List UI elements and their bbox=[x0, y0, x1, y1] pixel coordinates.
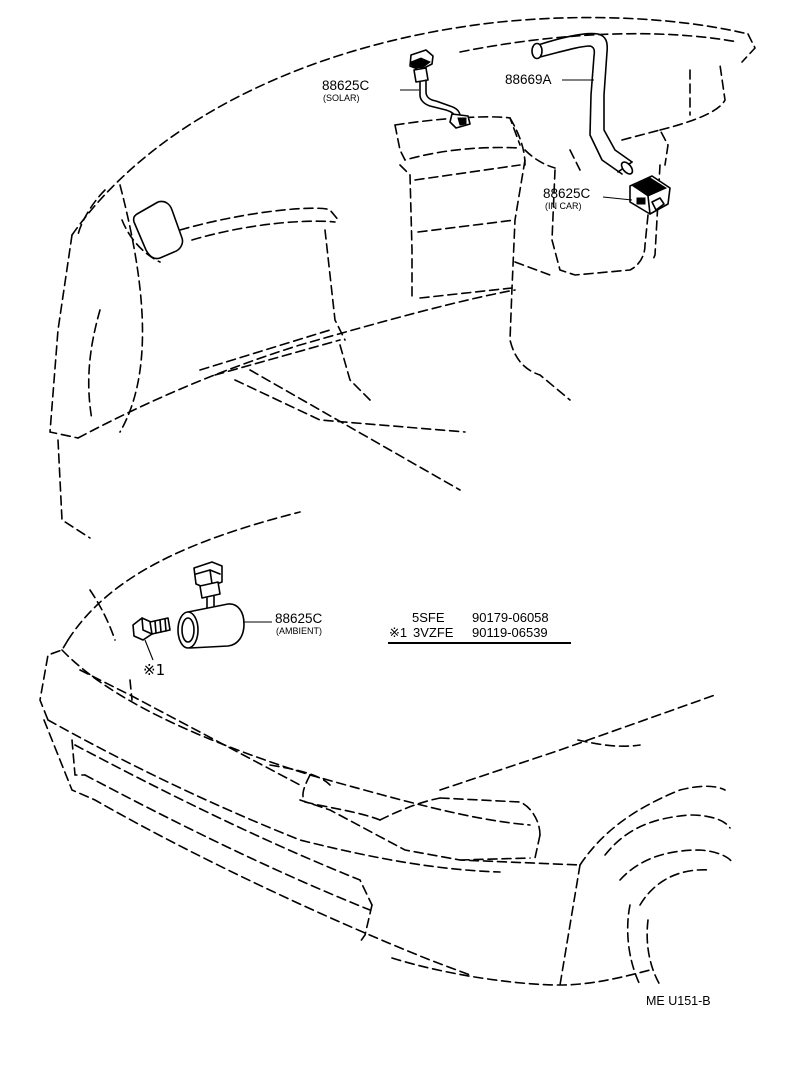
ambient-sensor[interactable] bbox=[177, 561, 245, 649]
bolt-table: 5SFE 90179-06058 ※1 3VZFE 90119-06539 bbox=[388, 610, 571, 644]
solar-part-note: (SOLAR) bbox=[323, 93, 360, 103]
bolt[interactable] bbox=[132, 617, 171, 641]
front-body-outline bbox=[39, 511, 733, 986]
ambient-part-number: 88625C bbox=[275, 611, 323, 626]
ambient-part-note: (AMBIENT) bbox=[276, 626, 322, 636]
ambient-sensor-face bbox=[177, 611, 199, 649]
bolt-leader-line bbox=[144, 639, 154, 661]
aspirator-hose[interactable] bbox=[531, 32, 635, 176]
solar-sensor[interactable] bbox=[409, 49, 471, 129]
in-car-part-note: (IN CAR) bbox=[545, 201, 582, 211]
side-vent bbox=[132, 200, 184, 260]
in-car-sensor[interactable] bbox=[629, 175, 671, 215]
bolt-table-row-2-engine: 3VZFE bbox=[413, 625, 454, 640]
bolt-table-row-1-engine: 5SFE bbox=[412, 610, 445, 625]
bolt-table-row-1-part-number: 90179-06058 bbox=[472, 610, 549, 625]
solar-part-number: 88625C bbox=[322, 78, 370, 93]
dashboard-outline bbox=[49, 16, 756, 539]
in-car-part-number: 88625C bbox=[543, 186, 591, 201]
bolt-table-row-2-part-number: 90119-06539 bbox=[472, 625, 548, 640]
hose-end-top bbox=[531, 42, 543, 60]
bolt-callout-mark: ※1 bbox=[143, 661, 165, 679]
hose-part-number: 88669A bbox=[505, 72, 552, 87]
hose-end-bottom bbox=[620, 161, 634, 175]
diagram-reference: ME U151-B bbox=[646, 994, 711, 1008]
bolt-table-row-2-mark: ※1 bbox=[389, 625, 407, 640]
in-car-leader-line bbox=[602, 196, 633, 201]
